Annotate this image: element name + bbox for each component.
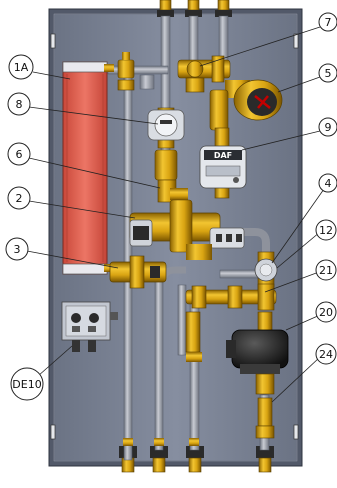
callout-9-text: 9 [325,121,332,134]
callout-7-text: 7 [325,16,332,29]
callout-12-text: 12 [319,224,333,237]
meter-brand-text: DAF [214,151,232,160]
mounting-slots [50,33,299,440]
top-connections [157,0,232,17]
callout-4: 4 [318,173,337,193]
leader-lines [26,26,325,403]
hx-inlet-fittings [117,52,135,91]
callout-20: 20 [315,301,337,323]
callout-5: 5 [318,63,337,83]
fittings-24 [255,373,275,439]
differential-regulator-5 [209,79,283,131]
callout-21: 21 [315,259,337,281]
callout-6: 6 [7,142,31,166]
lower-pipe-fittings [123,438,199,446]
valve-21 [185,283,277,362]
callouts: 1A 8 6 2 3 DE10 7 5 [5,12,337,401]
strainer-6 [154,149,188,203]
callout-12: 12 [315,219,337,241]
callout-21-text: 21 [319,264,333,277]
callout-24-text: 24 [319,348,333,361]
callout-de10: DE10 [10,367,44,401]
bottom-connections [119,446,274,473]
callout-3-text: 3 [14,243,21,256]
electric-box-de10 [61,301,118,352]
plate-heat-exchanger [62,61,114,275]
control-valve-2 [129,199,245,260]
callout-2: 2 [7,186,31,210]
callout-8-text: 8 [16,98,23,111]
callout-8: 8 [7,92,31,116]
ball-valve-7 [177,55,231,93]
callout-1a: 1A [8,54,34,80]
callout-20-text: 20 [319,306,333,319]
callout-24: 24 [315,343,337,365]
callout-5-text: 5 [325,67,332,80]
heat-meter-8 [147,107,185,149]
energy-meter-9: DAF [199,127,247,199]
circulation-pump-20 [226,311,289,374]
callout-2-text: 2 [16,192,23,205]
callout-7: 7 [318,12,337,32]
callout-3: 3 [5,237,29,261]
callout-1a-text: 1A [14,61,29,74]
valve-3 [109,255,167,289]
callout-6-text: 6 [16,148,23,161]
callout-4-text: 4 [325,177,332,190]
callout-9: 9 [318,117,337,137]
callout-de10-text: DE10 [12,378,41,391]
